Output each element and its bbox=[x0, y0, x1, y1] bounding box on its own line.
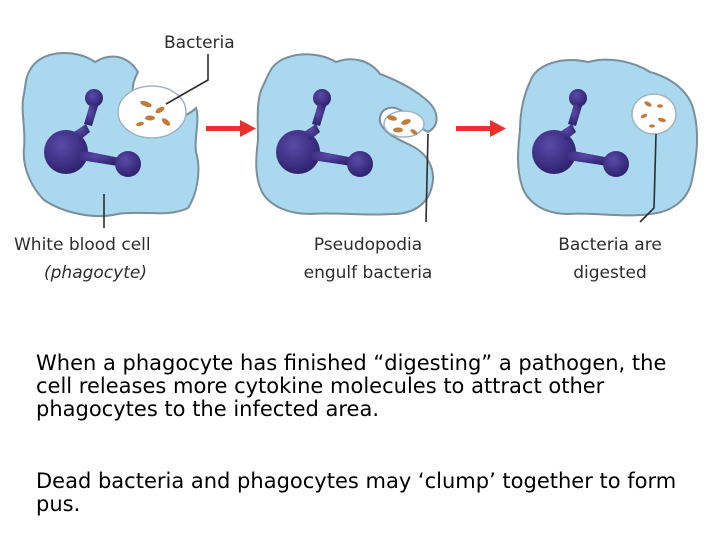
cell-stage-3 bbox=[517, 58, 699, 217]
bacteria-leader-line bbox=[165, 54, 209, 105]
bacterium bbox=[640, 113, 648, 119]
vacuole bbox=[631, 93, 677, 135]
bacterium bbox=[410, 129, 418, 135]
cell-stage-2 bbox=[255, 53, 438, 216]
digested-label-line2: digested bbox=[573, 263, 647, 283]
phagocyte-body bbox=[21, 52, 200, 218]
bacteria-label: Bacteria bbox=[164, 33, 235, 53]
bacterium bbox=[161, 118, 171, 126]
bacterium bbox=[393, 127, 403, 133]
arrow-right-icon bbox=[206, 120, 256, 137]
bacterium bbox=[140, 100, 152, 108]
leader-lines bbox=[103, 54, 657, 228]
nucleus bbox=[44, 89, 141, 177]
bacterium bbox=[649, 124, 655, 128]
bacterium bbox=[658, 117, 666, 123]
phagocyte-body bbox=[255, 53, 438, 216]
pseudopodia-label-line2: engulf bacteria bbox=[304, 263, 433, 283]
pseudopodia-leader-line bbox=[425, 133, 429, 223]
cell-stage-1 bbox=[21, 52, 200, 218]
explanation-paragraph-2: Dead bacteria and phagocytes may ‘clump’… bbox=[36, 469, 677, 516]
bacterium bbox=[136, 121, 144, 127]
pseudopodia-label-line1: Pseudopodia bbox=[314, 235, 422, 255]
bacterium bbox=[387, 115, 397, 121]
bacteria-group bbox=[387, 115, 418, 135]
digested-label-line1: Bacteria are bbox=[558, 235, 662, 255]
phagocyte-label: (phagocyte) bbox=[44, 263, 147, 283]
explanation-paragraph-1: When a phagocyte has finished “digesting… bbox=[36, 351, 667, 421]
arrow-right-icon bbox=[456, 120, 506, 137]
bacterium bbox=[155, 106, 165, 114]
vacuole bbox=[117, 85, 187, 139]
nucleus bbox=[532, 89, 629, 177]
bacteria-group bbox=[640, 101, 666, 128]
digested-leader-line bbox=[639, 133, 657, 223]
phagocytosis-diagram: Bacteria White blood cell (phagocyte) Ps… bbox=[14, 33, 699, 283]
bacterium bbox=[145, 115, 155, 121]
bacterium bbox=[657, 104, 663, 108]
bacterium bbox=[644, 101, 652, 107]
bacteria-group bbox=[136, 100, 171, 127]
bacterium bbox=[401, 119, 411, 125]
white-blood-cell-label: White blood cell bbox=[14, 235, 151, 255]
nucleus bbox=[276, 89, 373, 177]
